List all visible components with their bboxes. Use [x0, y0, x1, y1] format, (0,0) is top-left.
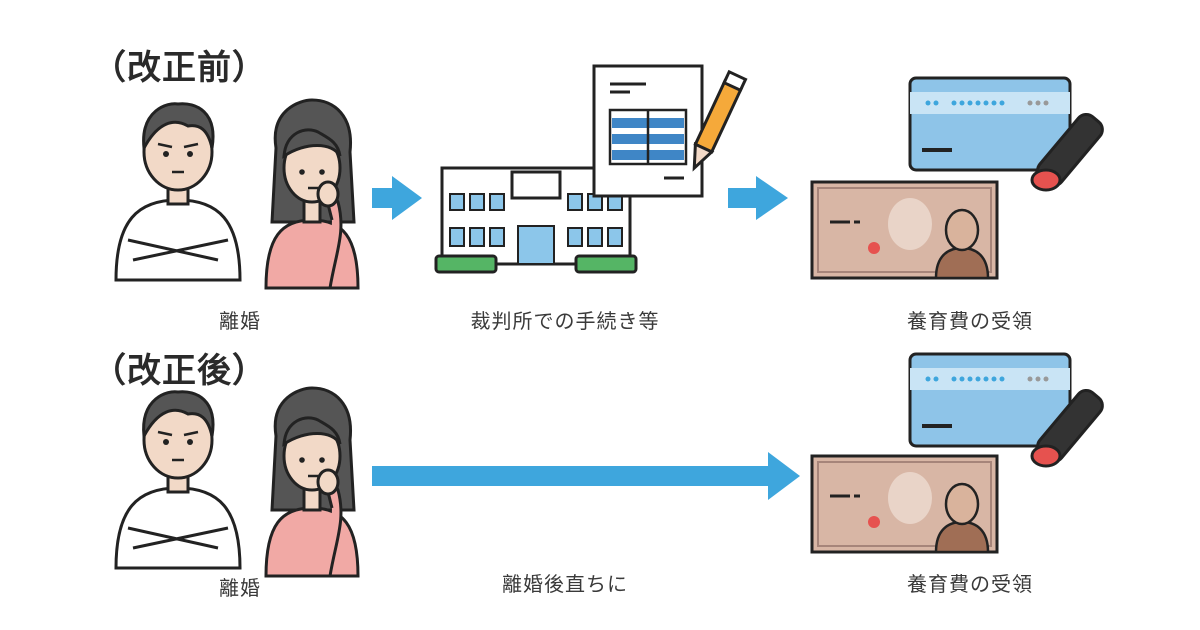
- woman-worried-icon: [264, 386, 360, 578]
- section-title-before: （改正前）: [92, 48, 267, 88]
- label-receipt-before: 養育費の受領: [907, 309, 1033, 333]
- woman-worried-icon: [264, 98, 360, 290]
- pencil-icon: [692, 69, 748, 172]
- right-arrow-icon: [372, 176, 422, 220]
- label-divorce-before: 離婚: [219, 309, 261, 333]
- label-receipt-after: 養育費の受領: [907, 572, 1033, 596]
- man-arms-crossed-icon: [114, 390, 242, 570]
- right-arrow-icon: [372, 452, 800, 500]
- document-form-icon: [592, 64, 704, 198]
- right-arrow-icon: [728, 176, 788, 220]
- man-arms-crossed-icon: [114, 102, 242, 282]
- label-divorce-after: 離婚: [219, 576, 261, 600]
- banknote-icon: [810, 454, 999, 554]
- label-immediately: 離婚後直ちに: [502, 572, 628, 596]
- section-title-after: （改正後）: [92, 351, 267, 391]
- label-court-procedure: 裁判所での手続き等: [470, 309, 660, 333]
- banknote-icon: [810, 180, 999, 280]
